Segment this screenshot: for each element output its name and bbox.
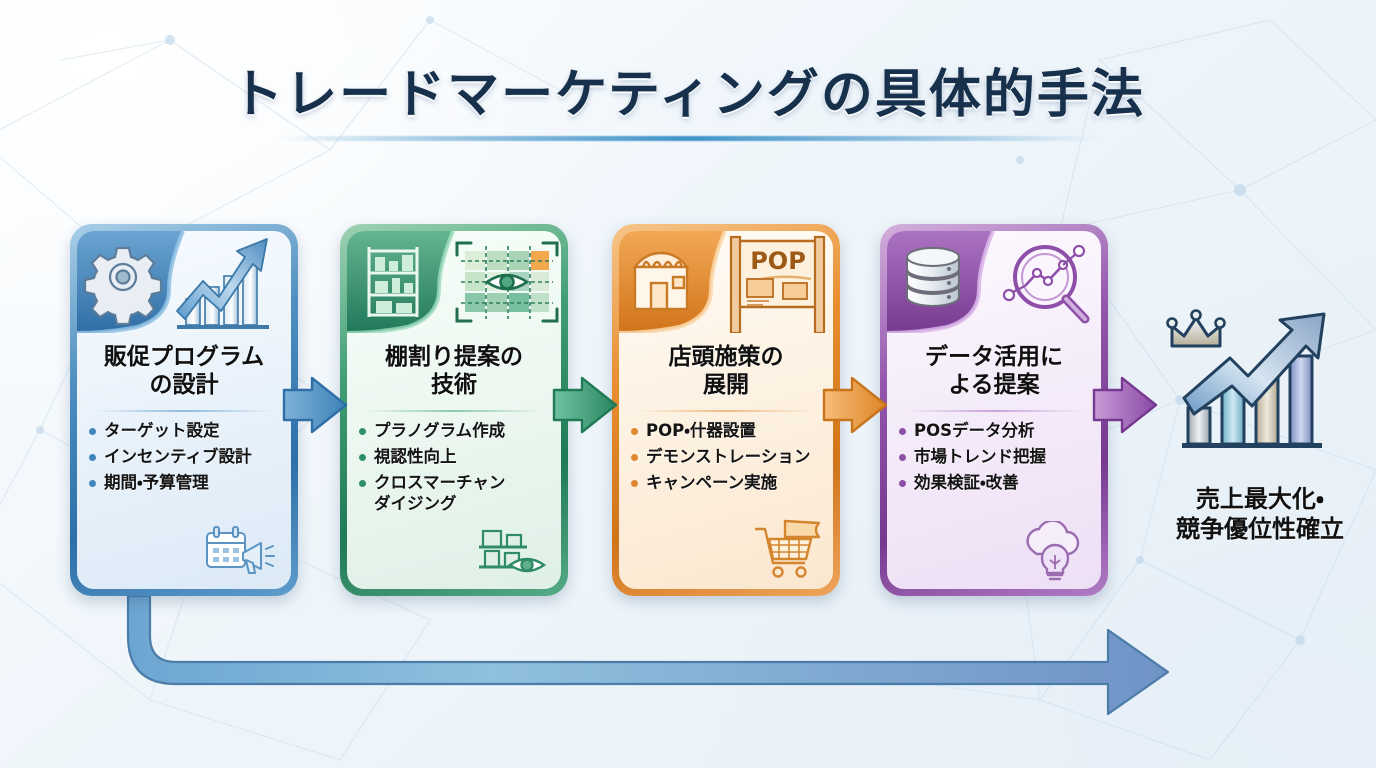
step-card-2-body: 棚割り提案の 技術 プラノグラム作成 視認性向上 クロスマーチャン ダイジング xyxy=(347,327,561,589)
gear-icon xyxy=(83,246,163,326)
step-card-4-inner: データ活用に よる提案 POSデータ分析 市場トレンド把握 効果検証・改善 xyxy=(887,231,1101,589)
step-card-2-title-line2: 技術 xyxy=(431,372,477,399)
pop-sign-text: POP xyxy=(750,247,806,275)
page-title: トレードマーケティングの具体的手法 xyxy=(231,65,1145,125)
outcome-label: 売上最大化・ 競争優位性確立 xyxy=(1152,485,1368,545)
step-card-2-header xyxy=(347,231,561,333)
list-item: ターゲット設定 xyxy=(89,421,279,442)
outcome-block: 売上最大化・ 競争優位性確立 xyxy=(1152,306,1368,545)
planogram-grid-eye-icon xyxy=(455,241,559,323)
step-card-2-divider xyxy=(365,410,543,413)
step-card-1[interactable]: 販促プログラム の設計 ターゲット設定 インセンティブ設計 期間・予算管理 xyxy=(70,224,298,596)
list-item: 効果検証・改善 xyxy=(899,473,1089,494)
crown-growth-chart-icon xyxy=(1166,309,1326,448)
list-item: 視認性向上 xyxy=(359,447,549,468)
step-card-4-bullets: POSデータ分析 市場トレンド把握 効果検証・改善 xyxy=(899,421,1089,494)
step-card-1-body: 販促プログラム の設計 ターゲット設定 インセンティブ設計 期間・予算管理 xyxy=(77,327,291,589)
step-card-1-divider xyxy=(95,410,273,413)
step-card-2-inner: 棚割り提案の 技術 プラノグラム作成 視認性向上 クロスマーチャン ダイジング xyxy=(347,231,561,589)
outcome-label-line1: 売上最大化・ xyxy=(1195,485,1325,513)
database-icon xyxy=(906,247,960,307)
list-item: インセンティブ設計 xyxy=(89,447,279,468)
connector-3-4 xyxy=(822,376,888,434)
step-card-2-bullets: プラノグラム作成 視認性向上 クロスマーチャン ダイジング xyxy=(359,421,549,515)
step-card-1-bullets: ターゲット設定 インセンティブ設計 期間・予算管理 xyxy=(89,421,279,494)
step-card-1-title-line1: 販促プログラム xyxy=(103,344,265,370)
outcome-label-line2: 競争優位性確立 xyxy=(1176,514,1344,543)
storefront-icon xyxy=(632,251,690,311)
step-card-4[interactable]: データ活用に よる提案 POSデータ分析 市場トレンド把握 効果検証・改善 xyxy=(880,224,1108,596)
step-card-2-title: 棚割り提案の 技術 xyxy=(359,343,549,399)
step-card-2[interactable]: 棚割り提案の 技術 プラノグラム作成 視認性向上 クロスマーチャン ダイジング xyxy=(340,224,568,596)
growth-chart-arrow-icon xyxy=(176,238,269,329)
step-card-4-title: データ活用に よる提案 xyxy=(899,343,1089,399)
list-item: 市場トレンド把握 xyxy=(899,447,1089,468)
step-card-3-header: POP xyxy=(619,231,833,333)
cloud-lightbulb-icon xyxy=(1026,521,1080,581)
step-card-2-title-line1: 棚割り提案の xyxy=(385,344,523,370)
step-card-4-title-line2: よる提案 xyxy=(948,372,1040,399)
step-card-1-title-line2: の設計 xyxy=(149,372,219,399)
step-card-3-title-line1: 店頭施策の xyxy=(668,344,784,370)
step-card-3[interactable]: POP 店頭施策の 展開 POP・什器設置 xyxy=(612,224,840,596)
step-card-4-divider xyxy=(905,410,1083,413)
list-item: 期間・予算管理 xyxy=(89,473,279,494)
step-card-1-inner: 販促プログラム の設計 ターゲット設定 インセンティブ設計 期間・予算管理 xyxy=(77,231,291,589)
connector-1-2 xyxy=(282,376,348,434)
step-card-4-header xyxy=(887,231,1101,333)
step-card-3-inner: POP 店頭施策の 展開 POP・什器設置 xyxy=(619,231,833,589)
connector-4-outcome xyxy=(1092,376,1158,434)
page-title-wrap: トレードマーケティングの具体的手法 xyxy=(0,52,1376,127)
step-card-4-body: データ活用に よる提案 POSデータ分析 市場トレンド把握 効果検証・改善 xyxy=(887,327,1101,589)
calendar-megaphone-icon xyxy=(206,526,275,574)
shopping-cart-flag-icon xyxy=(755,519,821,578)
step-card-3-title-line2: 展開 xyxy=(703,372,749,399)
list-item: プラノグラム作成 xyxy=(359,421,549,442)
step-card-1-header xyxy=(77,231,291,333)
magnifier-analytics-icon xyxy=(1002,244,1090,324)
list-item: キャンペーン実施 xyxy=(631,473,821,494)
list-item: POSデータ分析 xyxy=(899,421,1089,442)
step-card-3-body: 店頭施策の 展開 POP・什器設置 デモンストレーション キャンペーン実施 xyxy=(619,327,833,589)
list-item: デモンストレーション xyxy=(631,447,821,468)
step-card-3-bullets: POP・什器設置 デモンストレーション キャンペーン実施 xyxy=(631,421,821,494)
pop-signboard-icon: POP xyxy=(729,235,826,333)
title-underline xyxy=(278,136,1098,141)
step-card-3-divider xyxy=(637,410,815,413)
step-card-3-title: 店頭施策の 展開 xyxy=(631,343,821,399)
store-shelf-eye-icon xyxy=(479,529,547,573)
list-item: POP・什器設置 xyxy=(631,421,821,442)
list-item: クロスマーチャン ダイジング xyxy=(359,473,549,515)
shelf-rack-icon xyxy=(367,247,419,317)
connector-2-3 xyxy=(552,376,618,434)
step-card-1-title: 販促プログラム の設計 xyxy=(89,343,279,399)
step-card-4-title-line1: データ活用に xyxy=(925,344,1063,370)
